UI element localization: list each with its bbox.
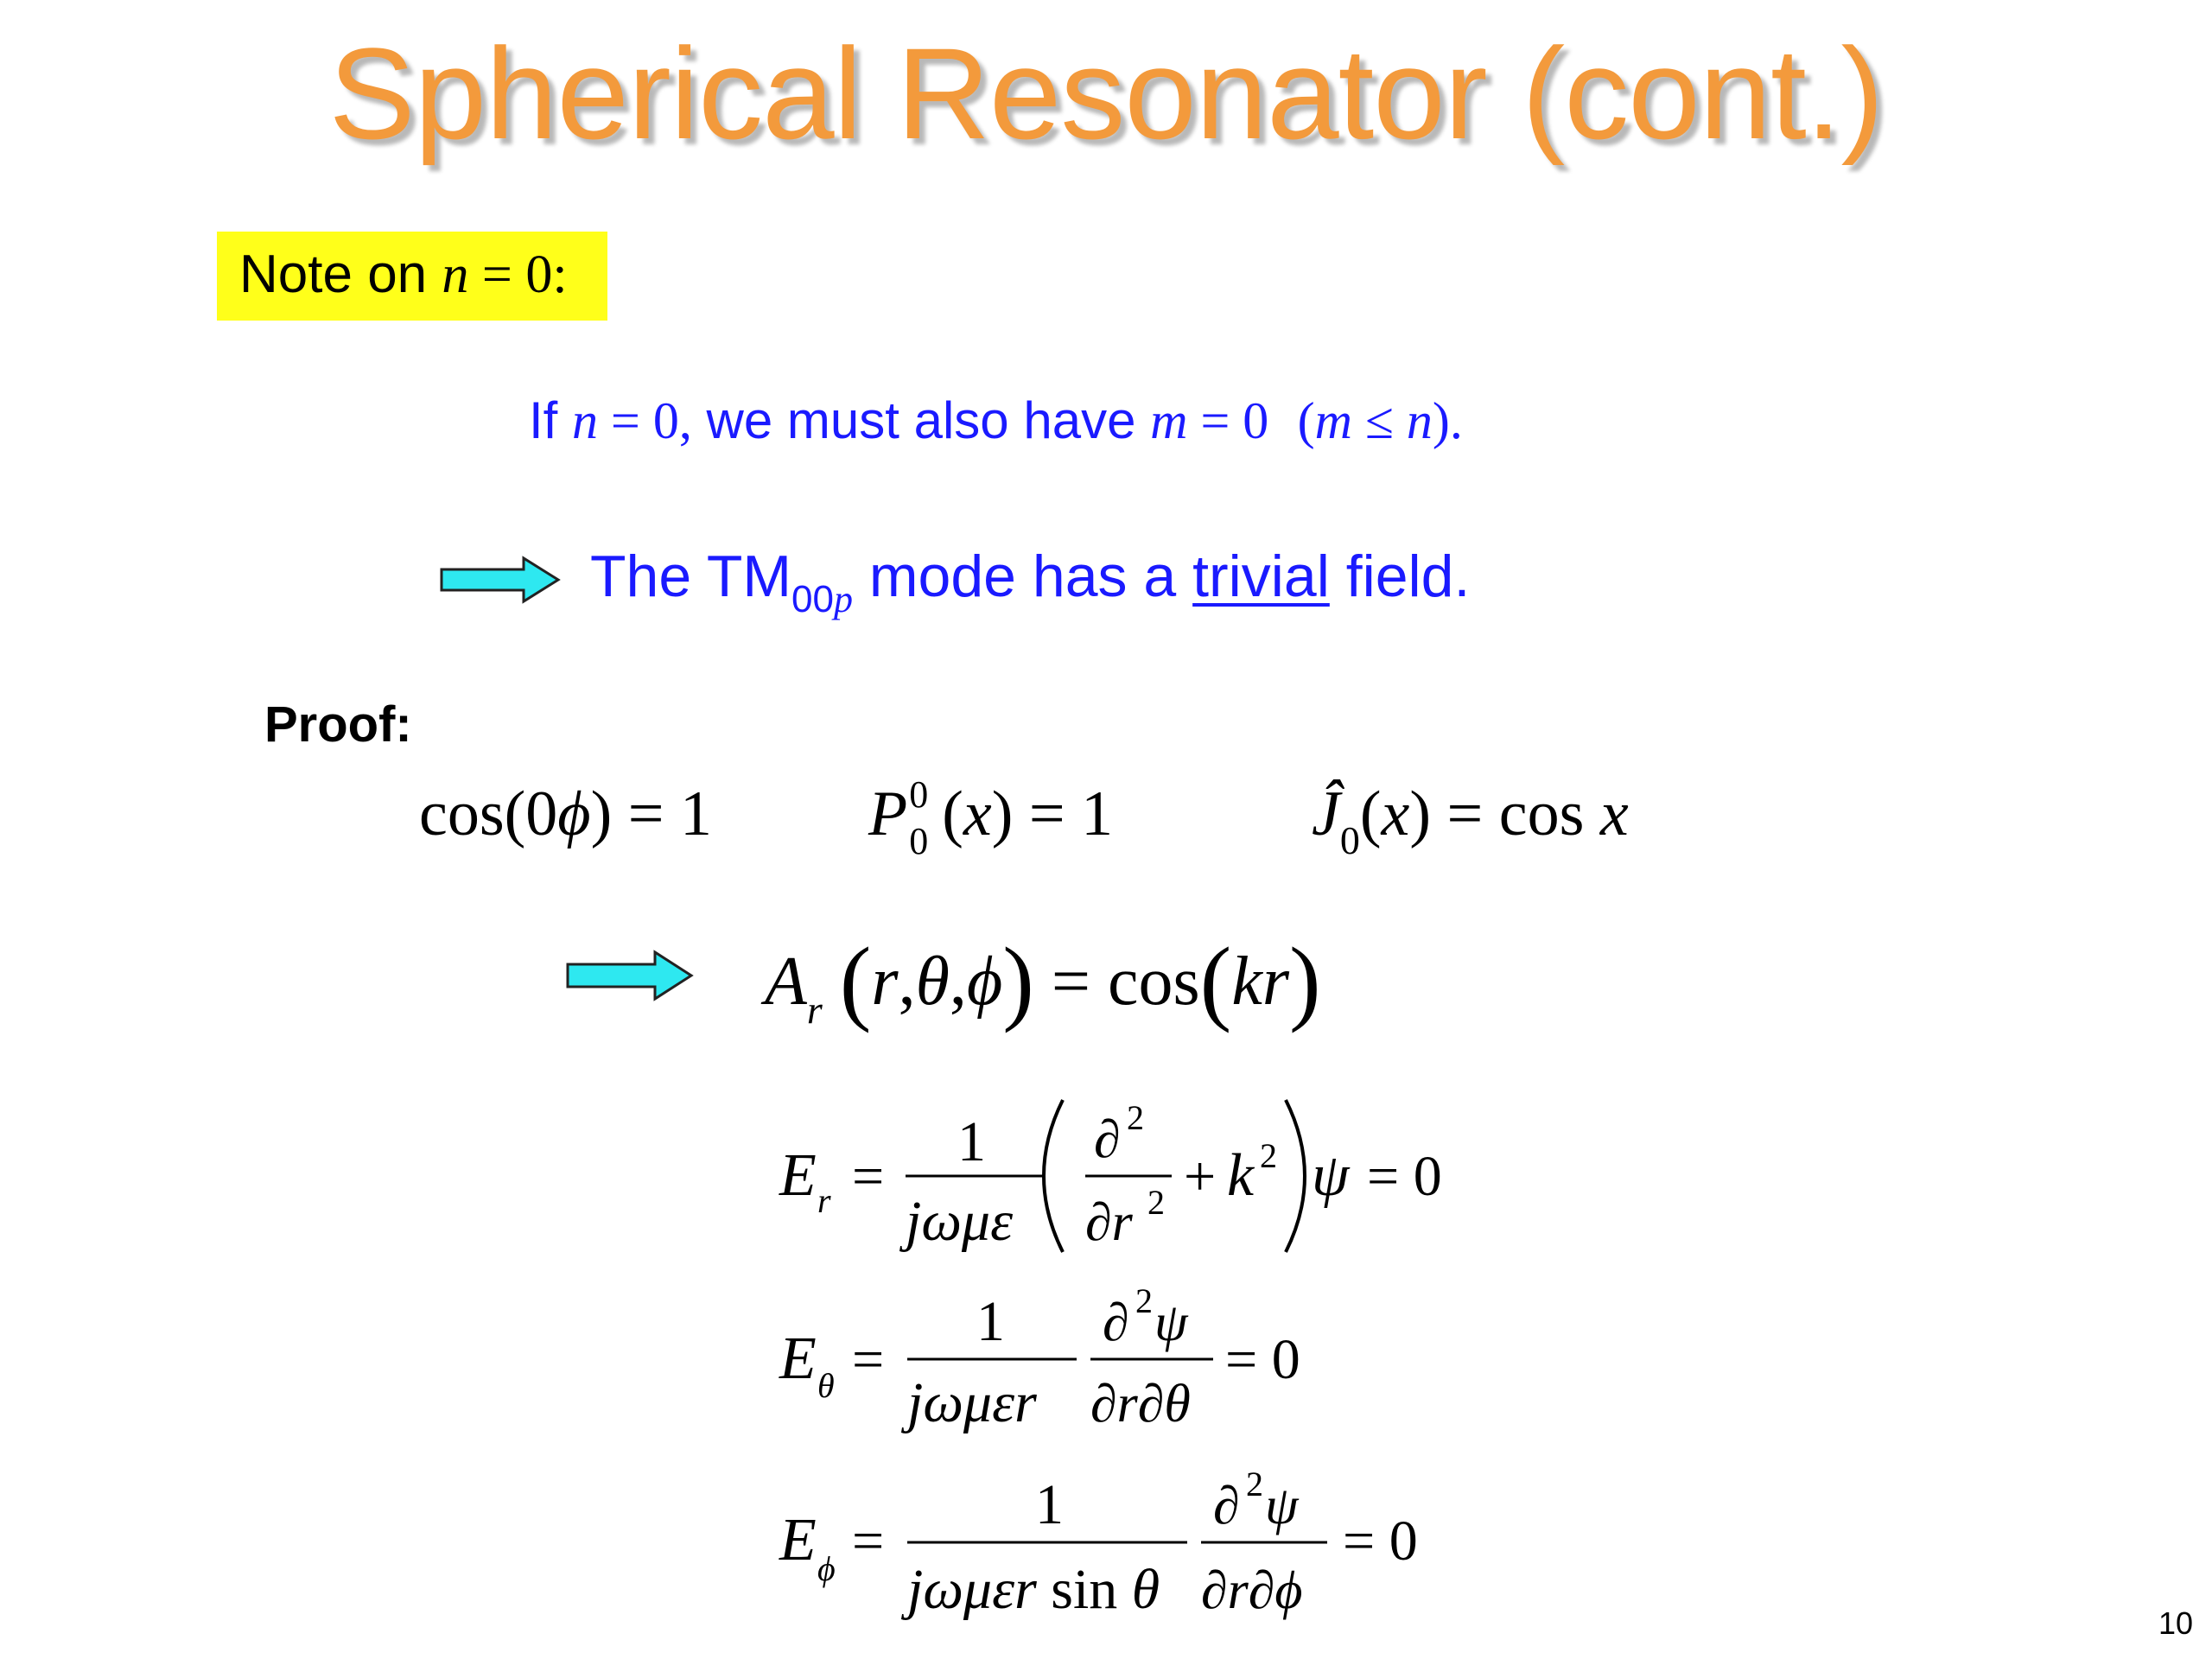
tm-subscript: 00p [791,578,853,620]
svg-text:∂: ∂ [1213,1477,1240,1535]
svg-text:jωμεr sin θ: jωμεr sin θ [900,1558,1160,1621]
if-prefix: If [529,391,558,449]
slide-title: Spherical Resonator (cont.) [328,21,1885,166]
equation-ephi: E ϕ = 1 jωμεr sin θ ∂ 2 ψ ∂r∂ϕ = 0 [779,1465,1418,1621]
svg-text:E: E [779,1142,817,1209]
if-statement: If n = 0, we must also have m = 0 (m ≤ n… [529,391,1463,451]
svg-text:ψ: ψ [1154,1294,1189,1352]
svg-text:=: = [852,1145,884,1208]
svg-text:∂r∂θ: ∂r∂θ [1090,1375,1191,1433]
page-number: 10 [2158,1605,2193,1641]
svg-text:1: 1 [976,1290,1005,1353]
svg-text:∂: ∂ [1103,1294,1129,1352]
svg-text:=: = [852,1510,884,1573]
right-arrow-icon [440,556,561,604]
tm-mode-statement: The TM00p mode has a trivial field. [590,543,1470,621]
tm-pre: The TM [590,543,792,609]
svg-text:1: 1 [957,1110,986,1173]
equation-bessel: Ĵ0(x) = cos x [1312,779,1629,862]
svg-text:θ: θ [817,1366,835,1405]
svg-text:E: E [779,1325,817,1392]
note-highlight-box [217,232,607,321]
svg-text:2: 2 [1135,1283,1153,1320]
right-arrow-icon [566,950,694,1001]
if-middle: we must also have [706,391,1136,449]
equation-ar: Ar (r,θ,ϕ) = cos(kr) [765,928,1321,1033]
equation-cos: cos(0ϕ) = 1 [419,779,712,849]
tm-post: field. [1345,543,1471,609]
if-math-n: n = 0, [572,392,692,449]
svg-text:∂r: ∂r [1085,1193,1134,1252]
note-label: Note on n = 0: [239,244,568,306]
svg-text:jωμεr: jωμεr [900,1371,1037,1434]
svg-text:= 0: = 0 [1343,1510,1418,1573]
proof-label: Proof: [264,696,412,753]
trivial-underlined: trivial [1192,543,1330,609]
svg-text:2: 2 [1127,1098,1144,1137]
equation-etheta: E θ = 1 jωμεr ∂ 2 ψ ∂r∂θ = 0 [779,1283,1300,1434]
tm-mid: mode has a [868,543,1177,609]
svg-text:1: 1 [1035,1473,1064,1536]
if-math-ineq: (m ≤ n). [1297,392,1463,449]
svg-text:ψ: ψ [1265,1477,1300,1535]
svg-text:∂: ∂ [1094,1110,1121,1169]
svg-text:jωμε: jωμε [899,1190,1013,1253]
note-label-text: Note on [239,245,428,304]
svg-text:2: 2 [1260,1136,1277,1175]
svg-text:ψ: ψ [1312,1142,1351,1209]
svg-text:= 0: = 0 [1225,1328,1300,1391]
svg-text:r: r [817,1181,831,1220]
svg-text:2: 2 [1147,1183,1165,1222]
svg-text:E: E [779,1507,817,1573]
svg-text:ϕ: ϕ [817,1549,836,1588]
svg-text:=: = [852,1328,884,1391]
if-math-m: m = 0 [1150,392,1269,449]
svg-text:= 0: = 0 [1367,1145,1442,1208]
svg-text:2: 2 [1246,1465,1263,1503]
equation-er: E r = 1 jωμε ∂ 2 ∂r 2 + k 2 ψ = 0 [779,1098,1442,1253]
svg-text:+: + [1184,1145,1216,1208]
svg-text:k: k [1227,1142,1255,1209]
note-label-math: n = 0: [442,245,568,304]
svg-text:∂r∂ϕ: ∂r∂ϕ [1201,1561,1303,1620]
